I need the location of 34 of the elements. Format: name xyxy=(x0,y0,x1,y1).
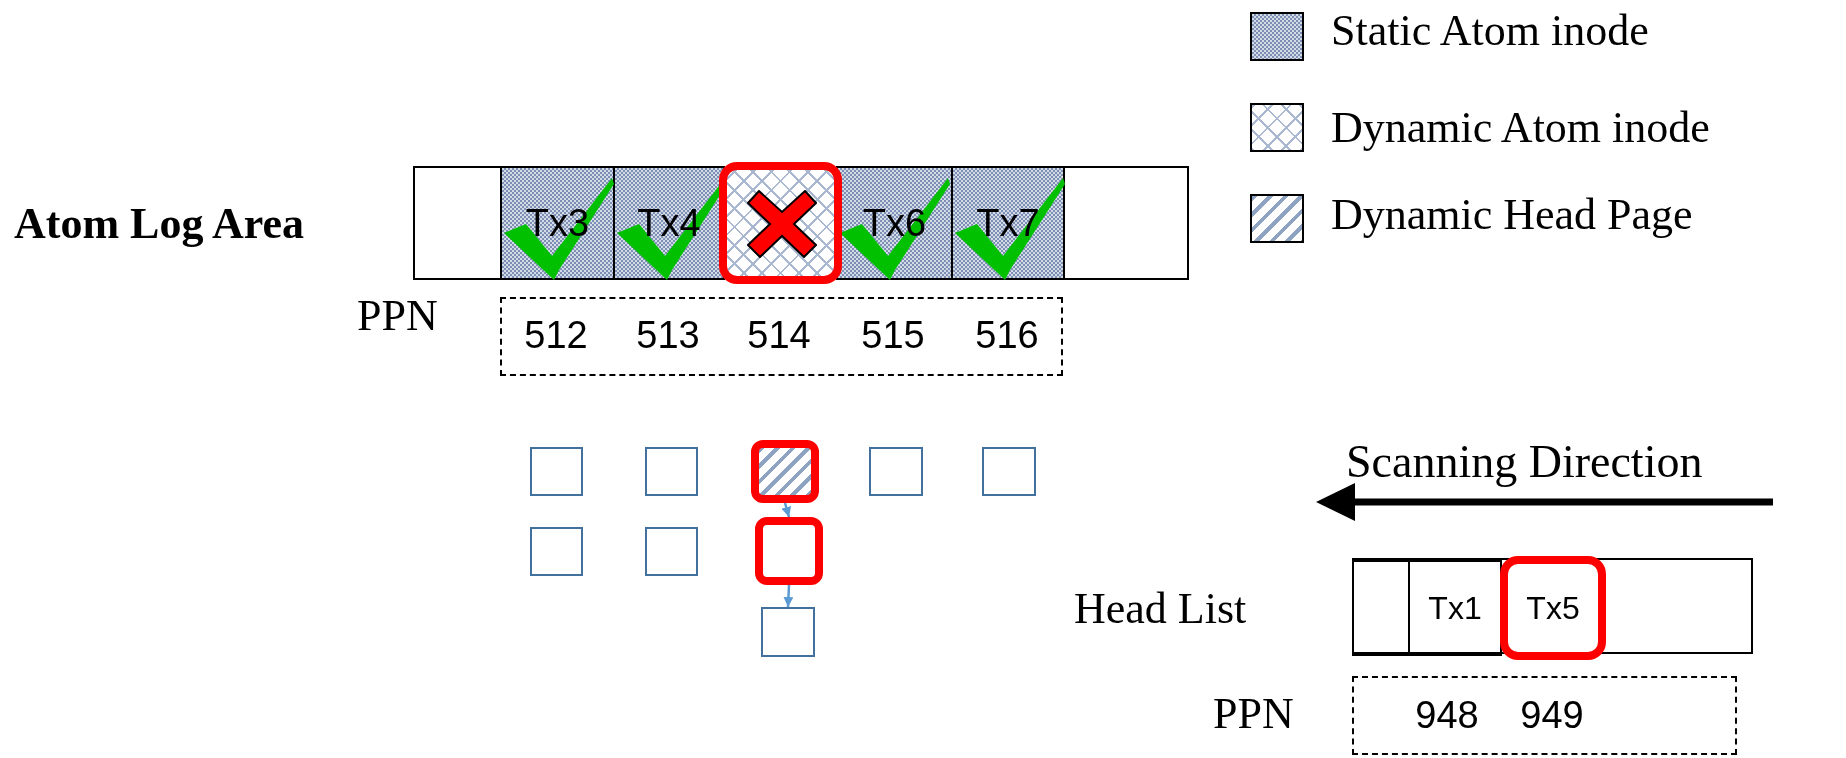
highlighted-cell xyxy=(755,517,823,585)
page-square xyxy=(761,607,815,657)
label-text: PPN xyxy=(357,289,438,342)
legend-text: Static Atom inode xyxy=(1331,5,1649,57)
ppn-number: 513 xyxy=(635,313,701,359)
legend-text: Dynamic Atom inode xyxy=(1331,102,1710,154)
ppn-number: 516 xyxy=(974,313,1040,359)
ppn-number: 512 xyxy=(523,313,589,359)
area-label: Atom Log Area xyxy=(14,198,305,250)
ppn-number: 949 xyxy=(1519,693,1585,739)
page-square xyxy=(982,447,1036,496)
ppn-number: 948 xyxy=(1414,693,1480,739)
ppn-number: 515 xyxy=(860,313,926,359)
page-square xyxy=(645,527,698,576)
page-square xyxy=(530,447,583,496)
log-cell xyxy=(413,166,502,280)
arrow xyxy=(783,584,794,608)
cell-text: Tx5 xyxy=(1526,589,1580,627)
highlighted-cell xyxy=(1500,556,1606,660)
log-cell xyxy=(1408,560,1502,656)
log-cell xyxy=(1063,166,1189,280)
cell-text: Tx1 xyxy=(1428,589,1482,627)
legend-text: Dynamic Head Page xyxy=(1331,189,1693,241)
ppn-number: 514 xyxy=(746,313,812,359)
area-label: Head List xyxy=(1074,583,1247,635)
label-text: PPN xyxy=(1213,687,1294,740)
page-square xyxy=(530,527,583,576)
highlighted-cell xyxy=(719,162,842,284)
highlighted-cell xyxy=(751,440,819,503)
log-cell xyxy=(1352,560,1410,656)
page-square xyxy=(869,447,923,496)
label-text: Scanning Direction xyxy=(1346,435,1703,490)
arrow xyxy=(781,502,792,518)
page-square xyxy=(645,447,698,496)
